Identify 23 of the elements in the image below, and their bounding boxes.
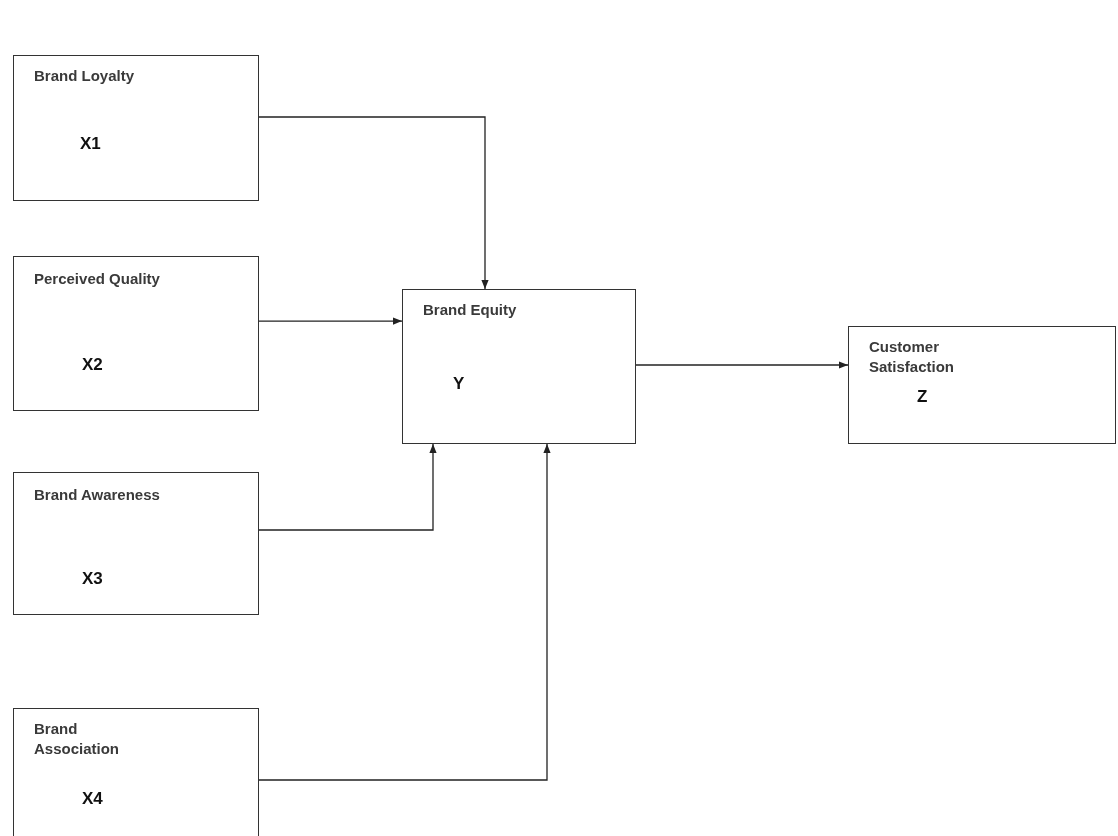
arrow: [258, 443, 437, 531]
concept-box: [13, 256, 259, 411]
variable-symbol: X4: [82, 789, 103, 809]
arrow: [258, 116, 489, 290]
concept-name: Customer Satisfaction: [869, 337, 956, 378]
variable-symbol: Z: [917, 387, 928, 407]
concept-box: [402, 289, 636, 444]
concept-box: [13, 55, 259, 201]
concept-name: Brand Loyalty: [34, 66, 136, 86]
arrow: [258, 443, 551, 781]
arrow: [258, 317, 403, 325]
concept-box: [13, 708, 259, 836]
variable-symbol: Y: [453, 374, 465, 394]
variable-symbol: X2: [82, 355, 103, 375]
concept-name: Perceived Quality: [34, 269, 161, 289]
concept-name: Brand Equity: [423, 300, 518, 320]
arrow: [635, 361, 849, 369]
concept-name: Brand Association: [34, 719, 121, 760]
concept-box: [848, 326, 1116, 444]
concept-name: Brand Awareness: [34, 485, 161, 505]
concept-box: [13, 472, 259, 615]
variable-symbol: X1: [80, 134, 101, 154]
variable-symbol: X3: [82, 569, 103, 589]
